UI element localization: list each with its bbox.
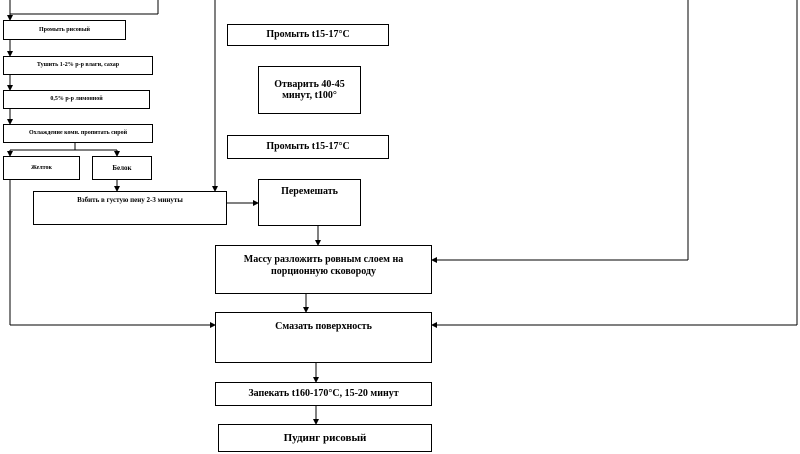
box-yolk: Желток [3,156,80,180]
box-cook: Тушить 1-2% р-р влаги, сахар [3,56,153,75]
label-bake: Запекать t160-170°С, 15-20 минут [248,388,399,400]
label-solution: 0,5% р-р лимонной [50,96,103,103]
box-mix: Перемешать [258,179,361,226]
box-rinse1: Промыть t15-17°С [227,24,389,46]
label-result: Пудинг рисовый [283,431,367,444]
label-rinse1: Промыть t15-17°С [266,29,350,41]
box-result: Пудинг рисовый [218,424,432,452]
box-steam: Отварить 40-45 минут, t100° [258,66,361,114]
label-spread: Массу разложить ровным слоем на порционн… [243,254,404,277]
box-spread: Массу разложить ровным слоем на порционн… [215,245,432,294]
label-rinse2: Промыть t15-17°С [266,141,350,153]
label-white: Белок [112,163,132,172]
label-mix: Перемешать [281,186,338,197]
label-grease: Смазать поверхность [275,321,372,332]
box-white: Белок [92,156,152,180]
label-cook: Тушить 1-2% р-р влаги, сахар [36,62,120,69]
label-steam: Отварить 40-45 минут, t100° [274,78,345,102]
label-cool: Охлаждение комн. пропитать сирой [28,130,128,137]
label-rinse-rice: Промыть рисовый [39,26,90,33]
box-bake: Запекать t160-170°С, 15-20 минут [215,382,432,406]
label-whip: Взбить в густую пену 2-3 минуты [77,196,183,204]
box-solution: 0,5% р-р лимонной [3,90,150,109]
box-cool: Охлаждение комн. пропитать сирой [3,124,153,143]
label-yolk: Желток [31,164,52,171]
box-rinse2: Промыть t15-17°С [227,135,389,159]
box-rinse-rice: Промыть рисовый [3,20,126,40]
box-grease: Смазать поверхность [215,312,432,363]
box-whip: Взбить в густую пену 2-3 минуты [33,191,227,225]
